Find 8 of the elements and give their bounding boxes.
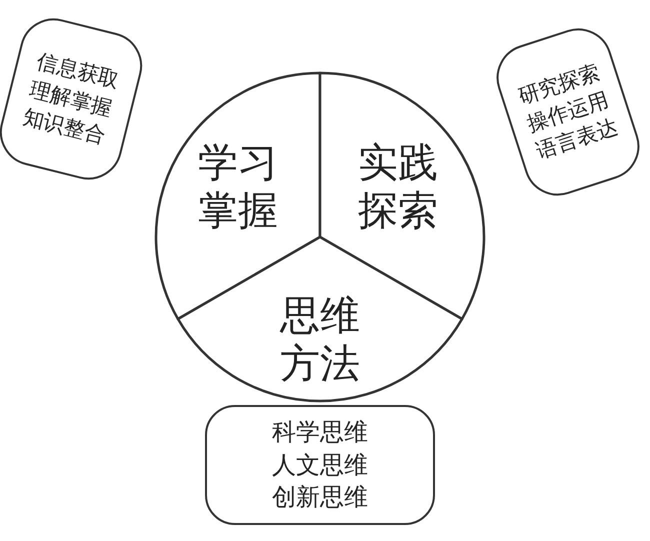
label-text: 实践探索 bbox=[357, 139, 439, 235]
label-text: 思维方法 bbox=[278, 292, 361, 388]
pie-sector bbox=[178, 237, 462, 401]
label-text: 研究探索操作运用语言表达 bbox=[514, 60, 622, 166]
label-text: 科学思维人文思维创新思维 bbox=[270, 417, 369, 514]
label-text: 学习掌握 bbox=[197, 139, 279, 235]
rounded-box bbox=[205, 405, 435, 525]
label-text: 信息获取理解掌握知识整合 bbox=[20, 48, 123, 150]
